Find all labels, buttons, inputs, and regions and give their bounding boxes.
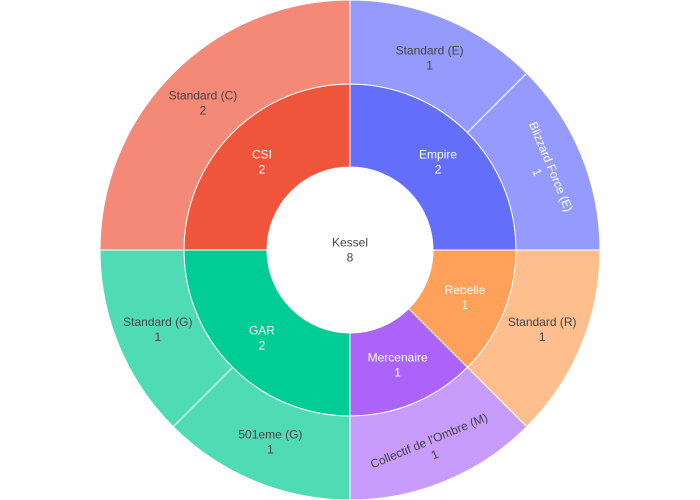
label-501eme-g: 501eme (G)1: [238, 428, 302, 457]
segment-collectif-de-l-ombre-m[interactable]: [349, 366, 528, 500]
label-standard-r: Standard (R)1: [508, 315, 577, 344]
sunburst-root[interactable]: [267, 167, 433, 333]
label-standard-c: Standard (C)2: [169, 88, 238, 117]
segment-standard-c[interactable]: [99, 0, 351, 251]
label-standard-g: Standard (G)1: [123, 315, 192, 344]
label-standard-e: Standard (E)1: [396, 43, 464, 72]
